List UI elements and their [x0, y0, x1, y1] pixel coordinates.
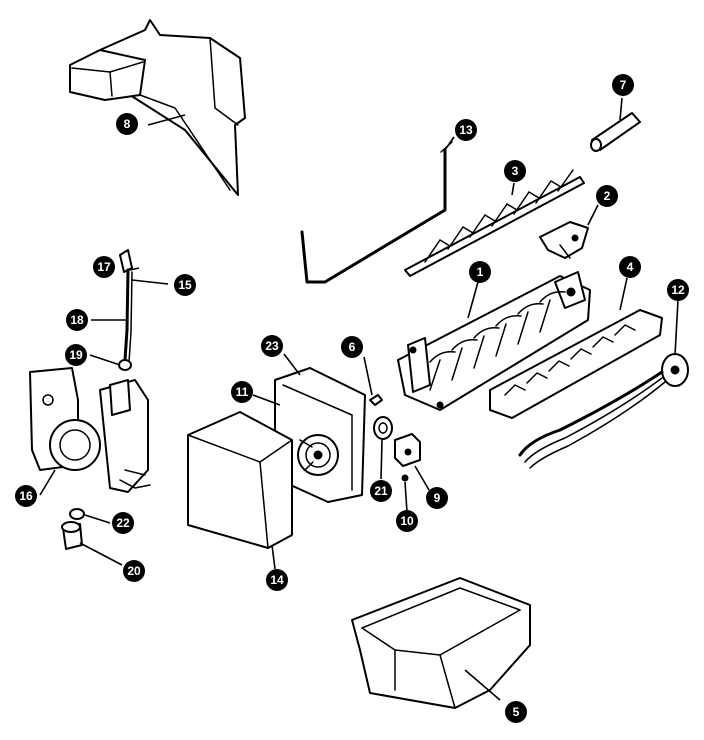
part-22-washer [69, 508, 85, 520]
callout-circle [266, 569, 288, 591]
callout-circle [65, 344, 87, 366]
callout-label: 18 [70, 313, 84, 327]
callout-22: 22 [112, 512, 134, 534]
part-3-ejector [404, 169, 585, 277]
callout-circle [174, 274, 196, 296]
callout-circle [505, 701, 527, 723]
callout-label: 3 [512, 164, 519, 178]
callout-label: 9 [434, 491, 441, 505]
callout-label: 7 [620, 78, 627, 92]
leader-lines [39, 97, 679, 701]
callout-label: 21 [374, 484, 388, 498]
callout-9: 9 [426, 487, 448, 509]
callout-11: 11 [231, 381, 253, 403]
part-4-stripper [489, 309, 663, 419]
callout-15: 15 [174, 274, 196, 296]
callout-circle [455, 119, 477, 141]
callout-label: 1 [477, 265, 484, 279]
callout-label: 16 [19, 489, 33, 503]
part-8-fill-cup-chute [69, 19, 246, 196]
part-20-fitting [61, 521, 83, 550]
callout-20: 20 [123, 560, 145, 582]
part-9-switch [394, 433, 421, 467]
callout-label: 23 [265, 339, 279, 353]
part-1-ice-mold [397, 271, 591, 411]
callout-circle [15, 485, 37, 507]
callout-label: 6 [349, 340, 356, 354]
callout-label: 15 [178, 278, 192, 292]
callout-2: 2 [596, 185, 618, 207]
callout-label: 11 [236, 385, 249, 399]
callout-19: 19 [65, 344, 87, 366]
part-14-cover [187, 411, 293, 549]
callout-circle [596, 185, 618, 207]
callout-1: 1 [469, 261, 491, 283]
callout-circle [370, 480, 392, 502]
part-19-nut [118, 359, 132, 371]
callout-12: 12 [667, 279, 689, 301]
callout-circle [112, 512, 134, 534]
callout-3: 3 [504, 160, 526, 182]
callout-circle [396, 510, 418, 532]
callout-circle [231, 381, 253, 403]
callout-label: 19 [69, 348, 83, 362]
callout-circle [261, 335, 283, 357]
callout-label: 20 [127, 564, 141, 578]
callout-18: 18 [66, 309, 88, 331]
callout-21: 21 [370, 480, 392, 502]
callout-circle [612, 74, 634, 96]
callout-label: 17 [97, 260, 111, 274]
callout-circle [93, 256, 115, 278]
callout-6: 6 [341, 336, 363, 358]
callout-circle [469, 261, 491, 283]
callout-label: 22 [116, 516, 130, 530]
part-7-rod [590, 112, 641, 152]
callout-7: 7 [612, 74, 634, 96]
callout-label: 4 [627, 260, 634, 274]
part-18-inlet-tube [123, 268, 133, 363]
callout-label: 14 [270, 573, 284, 587]
callout-17: 17 [93, 256, 115, 278]
part-17-tube-clamp [119, 249, 133, 273]
callout-16: 16 [15, 485, 37, 507]
part-2-bracket [539, 221, 589, 259]
callout-5: 5 [505, 701, 527, 723]
callout-label: 2 [604, 189, 611, 203]
part-16-water-valve [29, 367, 151, 493]
callout-14: 14 [266, 569, 288, 591]
part-5-ice-bin [351, 577, 531, 709]
callout-4: 4 [619, 256, 641, 278]
callout-label: 10 [400, 514, 414, 528]
callout-8: 8 [116, 113, 138, 135]
callout-circle [504, 160, 526, 182]
callout-label: 13 [459, 123, 473, 137]
callout-label: 8 [124, 117, 131, 131]
callout-circle [426, 487, 448, 509]
callout-circle [619, 256, 641, 278]
callout-label: 5 [513, 705, 520, 719]
callout-circle [66, 309, 88, 331]
callout-13: 13 [455, 119, 477, 141]
part-10-screw [401, 474, 409, 482]
part-6-screw [369, 394, 383, 406]
callout-circle [667, 279, 689, 301]
part-23-mold-support [274, 367, 366, 503]
callout-circle [116, 113, 138, 135]
callout-circle [341, 336, 363, 358]
callout-10: 10 [396, 510, 418, 532]
callout-label: 12 [671, 283, 685, 297]
callout-23: 23 [261, 335, 283, 357]
part-21-gear [373, 416, 393, 440]
callout-circle [123, 560, 145, 582]
